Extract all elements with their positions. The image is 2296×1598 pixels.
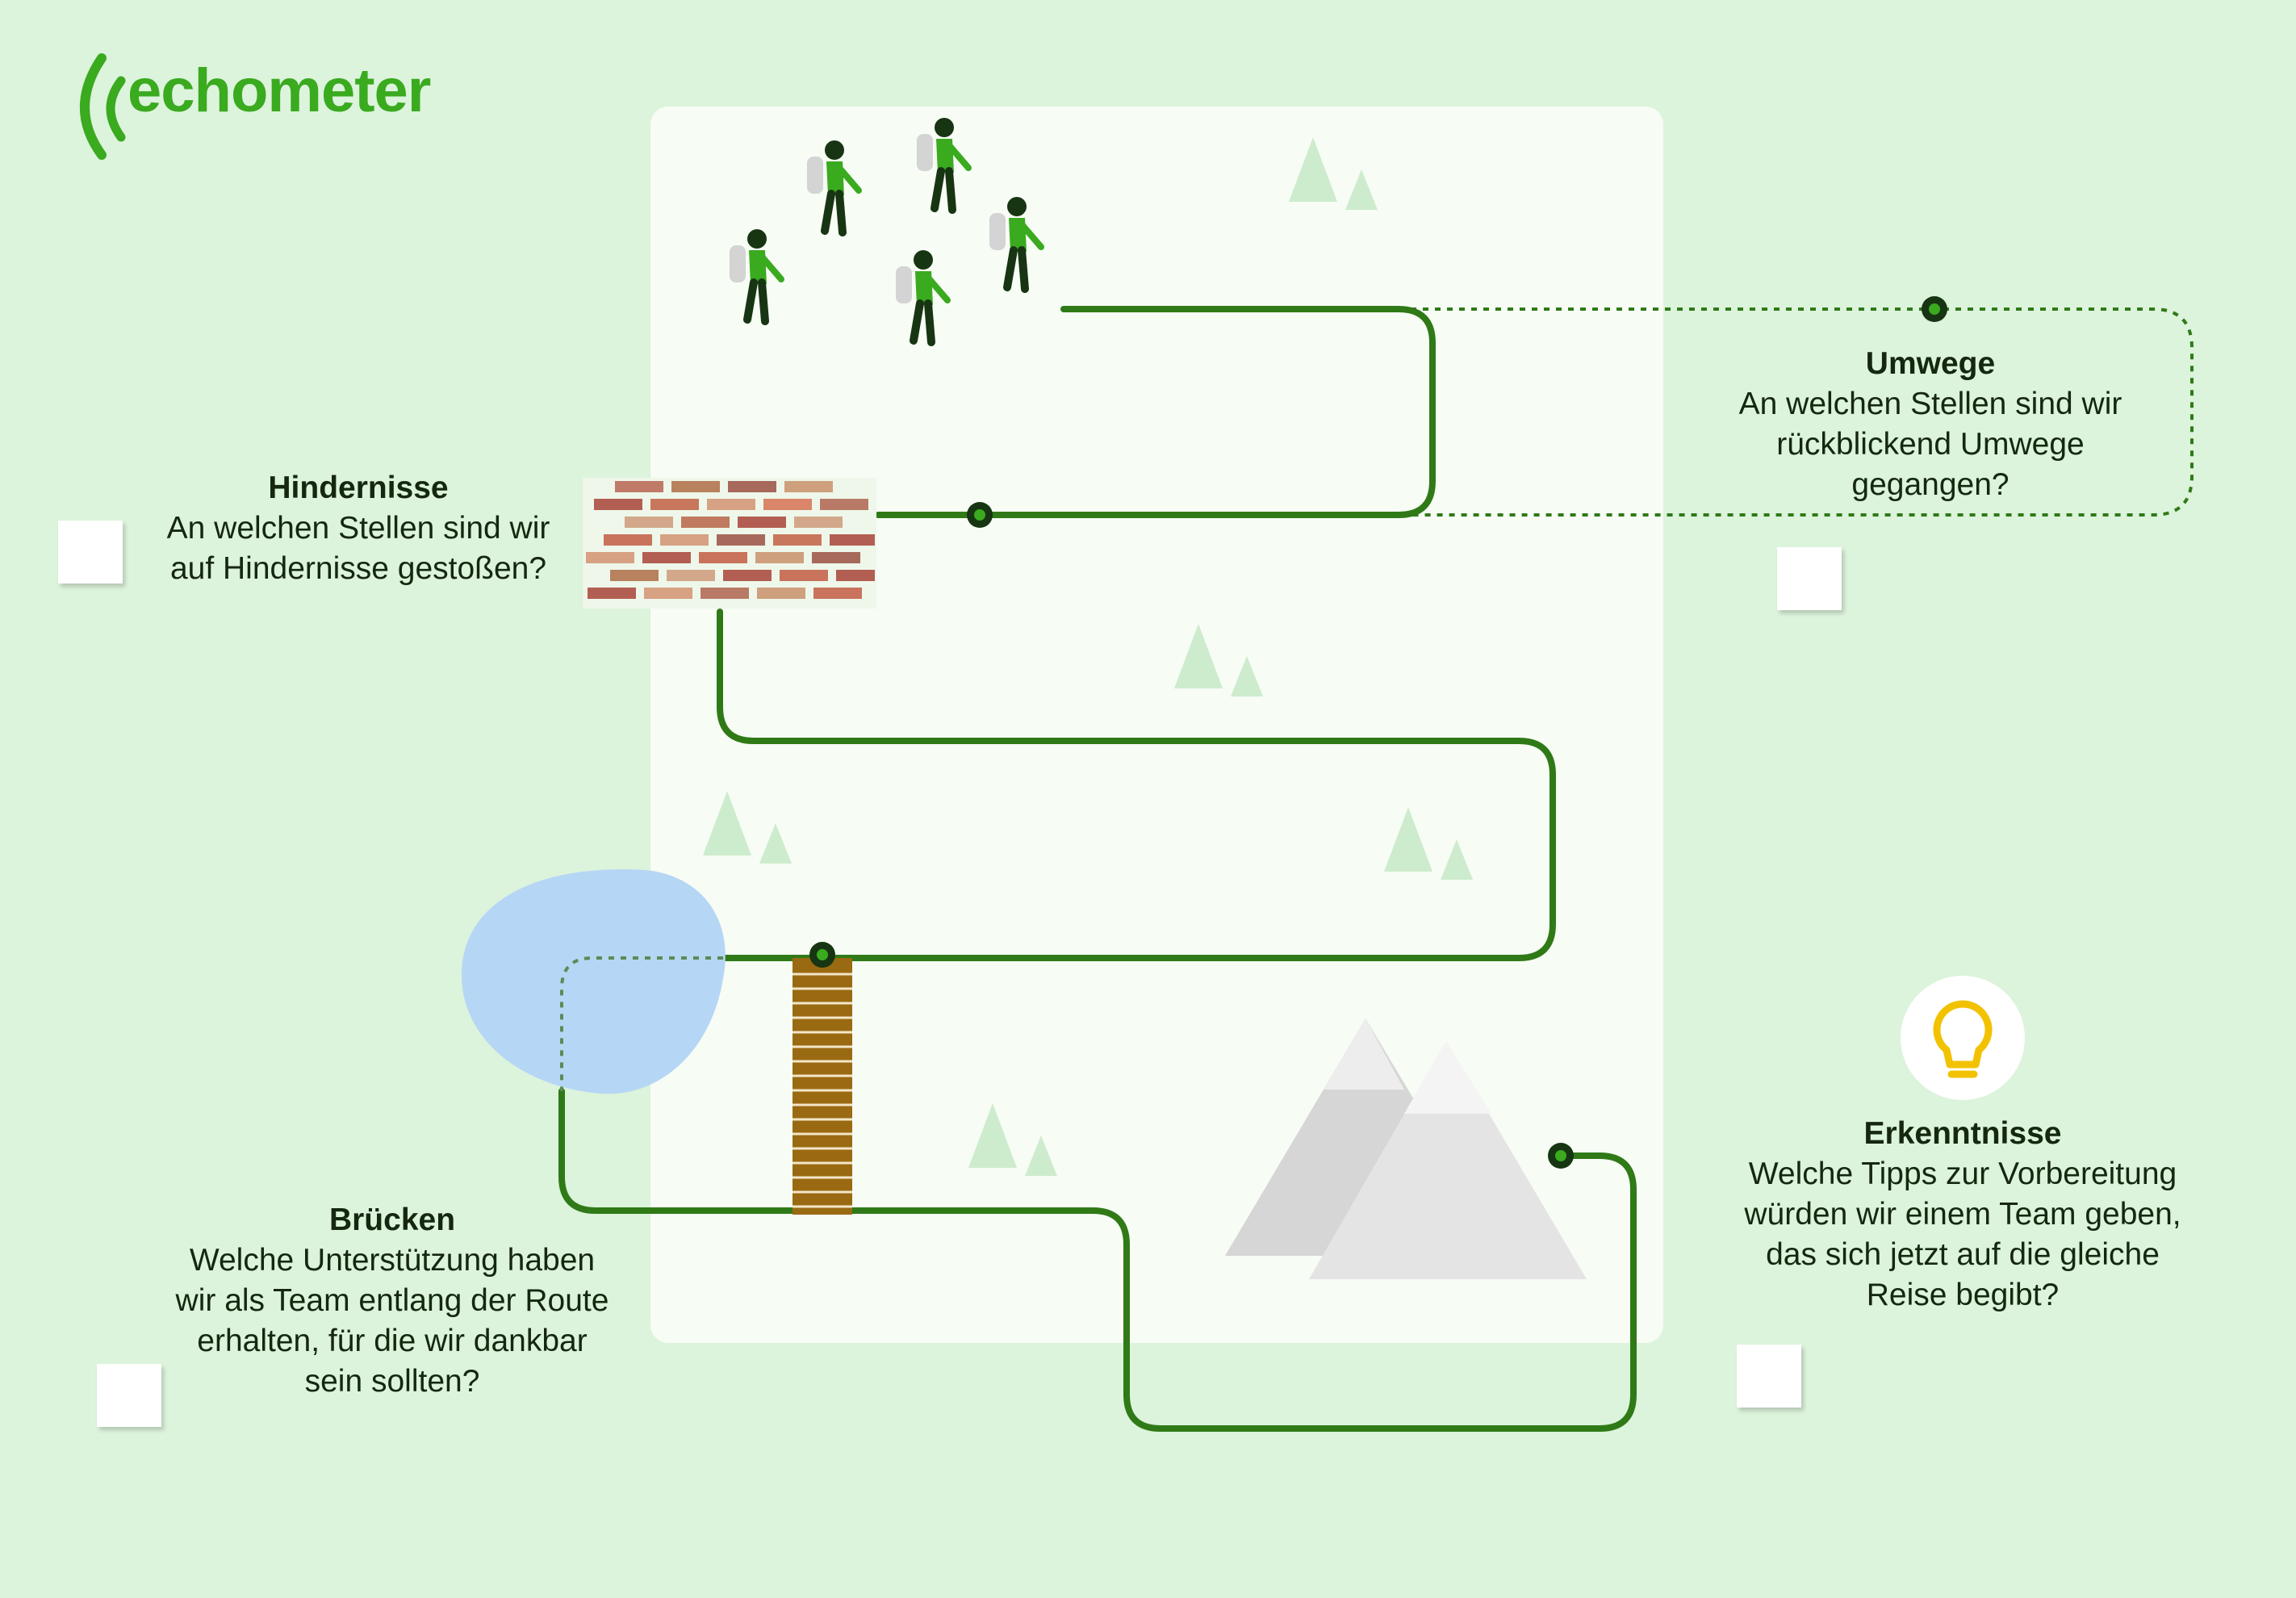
section-umwege-line: gegangen? xyxy=(1851,467,2010,502)
section-erkenntnisse: Erkenntnisse Welche Tipps zur Vorbereitu… xyxy=(1704,1114,2221,1316)
map-board xyxy=(650,107,1663,1343)
section-erkenntnisse-line: Welche Tipps zur Vorbereitung xyxy=(1748,1157,2177,1191)
section-bruecken-line: erhalten, für die wir dankbar xyxy=(197,1324,588,1358)
sticky-note-bruecken[interactable] xyxy=(97,1364,161,1427)
mountain-icon xyxy=(1225,1019,1587,1279)
section-hindernisse-line: An welchen Stellen sind wir xyxy=(166,511,550,546)
section-bruecken-line: wir als Team entlang der Route xyxy=(175,1283,609,1318)
section-bruecken-title: Brücken xyxy=(328,1203,456,1237)
marker-bruecken xyxy=(809,942,835,968)
sticky-note-hindernisse[interactable] xyxy=(58,521,123,584)
section-hindernisse: Hindernisse An welchen Stellen sind wir … xyxy=(132,468,584,589)
marker-umwege xyxy=(1922,296,1947,322)
marker-erkenntnisse xyxy=(1548,1143,1574,1169)
logo-signal-icon xyxy=(80,53,126,160)
sticky-note-erkenntnisse[interactable] xyxy=(1737,1345,1801,1408)
marker-hindernisse xyxy=(967,502,993,528)
logo-wordmark: echometer xyxy=(128,56,431,125)
sticky-note-umwege[interactable] xyxy=(1777,547,1842,610)
section-hindernisse-title: Hindernisse xyxy=(268,471,449,505)
section-umwege-line: rückblickend Umwege xyxy=(1776,427,2085,462)
route-path xyxy=(875,306,1436,518)
section-umwege-line: An welchen Stellen sind wir xyxy=(1738,387,2122,421)
lightbulb-icon xyxy=(1901,976,2025,1100)
section-bruecken-line: Welche Unterstützung haben xyxy=(189,1243,596,1278)
brick-wall-icon xyxy=(583,478,876,609)
section-erkenntnisse-line: Reise begibt? xyxy=(1866,1278,2060,1312)
section-erkenntnisse-title: Erkenntnisse xyxy=(1863,1116,2062,1151)
bridge-icon xyxy=(793,958,852,1215)
section-hindernisse-line: auf Hindernisse gestoßen? xyxy=(169,551,547,586)
section-bruecken: Brücken Welche Unterstützung haben wir a… xyxy=(142,1200,642,1402)
section-umwege-title: Umwege xyxy=(1865,346,1996,381)
lake-icon xyxy=(462,869,726,1094)
section-erkenntnisse-line: würden wir einem Team geben, xyxy=(1744,1197,2181,1232)
section-umwege: Umwege An welchen Stellen sind wir rückb… xyxy=(1704,344,2156,505)
section-erkenntnisse-line: das sich jetzt auf die gleiche xyxy=(1766,1237,2160,1272)
section-bruecken-line: sein sollten? xyxy=(304,1364,480,1399)
